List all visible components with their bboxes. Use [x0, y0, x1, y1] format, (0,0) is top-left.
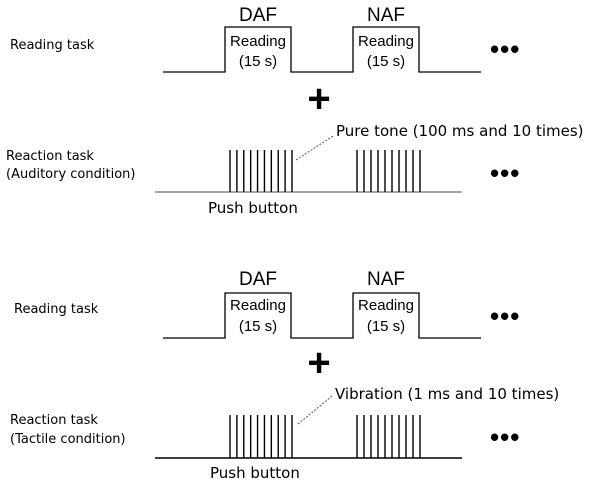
condition-label: (Auditory condition) [6, 167, 135, 182]
stimulus-pulses-daf [229, 415, 293, 458]
plus-sign: + [307, 341, 330, 385]
daf-block-reading: Reading [230, 297, 286, 314]
plus-sign: + [307, 77, 330, 121]
naf-block-reading: Reading [358, 33, 414, 50]
reading-task-label: Reading task [14, 302, 99, 317]
condition-label: (Tactile condition) [10, 432, 126, 447]
push-button-label: Push button [210, 464, 300, 482]
stimulus-pulses-naf [356, 415, 421, 458]
stimulus-note: Pure tone (100 ms and 10 times) [336, 122, 584, 140]
stimulus-pulses-naf [356, 150, 421, 192]
push-button-label: Push button [208, 199, 298, 217]
continuation-ellipsis: ••• [490, 158, 520, 188]
reaction-task-label: Reaction task [6, 149, 94, 164]
panel-auditory: Reading task DAF Reading (15 s) NAF Read… [6, 5, 584, 217]
daf-header: DAF [239, 5, 277, 26]
panel-tactile: Reading task DAF Reading (15 s) NAF Read… [10, 269, 559, 482]
stimulus-pulses-daf [229, 150, 293, 192]
reaction-task-label: Reaction task [10, 413, 98, 428]
stimulus-pointer-line [297, 395, 333, 425]
continuation-ellipsis: ••• [490, 34, 520, 64]
daf-block-duration: (15 s) [239, 318, 277, 335]
naf-header: NAF [367, 5, 405, 26]
reading-task-waveform [163, 292, 481, 339]
continuation-ellipsis: ••• [490, 301, 520, 331]
stimulus-note: Vibration (1 ms and 10 times) [335, 385, 559, 403]
reading-task-label: Reading task [10, 38, 95, 53]
daf-block-duration: (15 s) [239, 53, 277, 70]
daf-block-reading: Reading [230, 33, 286, 50]
reading-task-waveform [163, 26, 481, 73]
naf-block-reading: Reading [358, 297, 414, 314]
naf-block-duration: (15 s) [367, 318, 405, 335]
naf-header: NAF [367, 269, 405, 290]
daf-header: DAF [239, 269, 277, 290]
stimulus-pointer-line [295, 135, 334, 161]
continuation-ellipsis: ••• [490, 422, 520, 452]
naf-block-duration: (15 s) [367, 53, 405, 70]
